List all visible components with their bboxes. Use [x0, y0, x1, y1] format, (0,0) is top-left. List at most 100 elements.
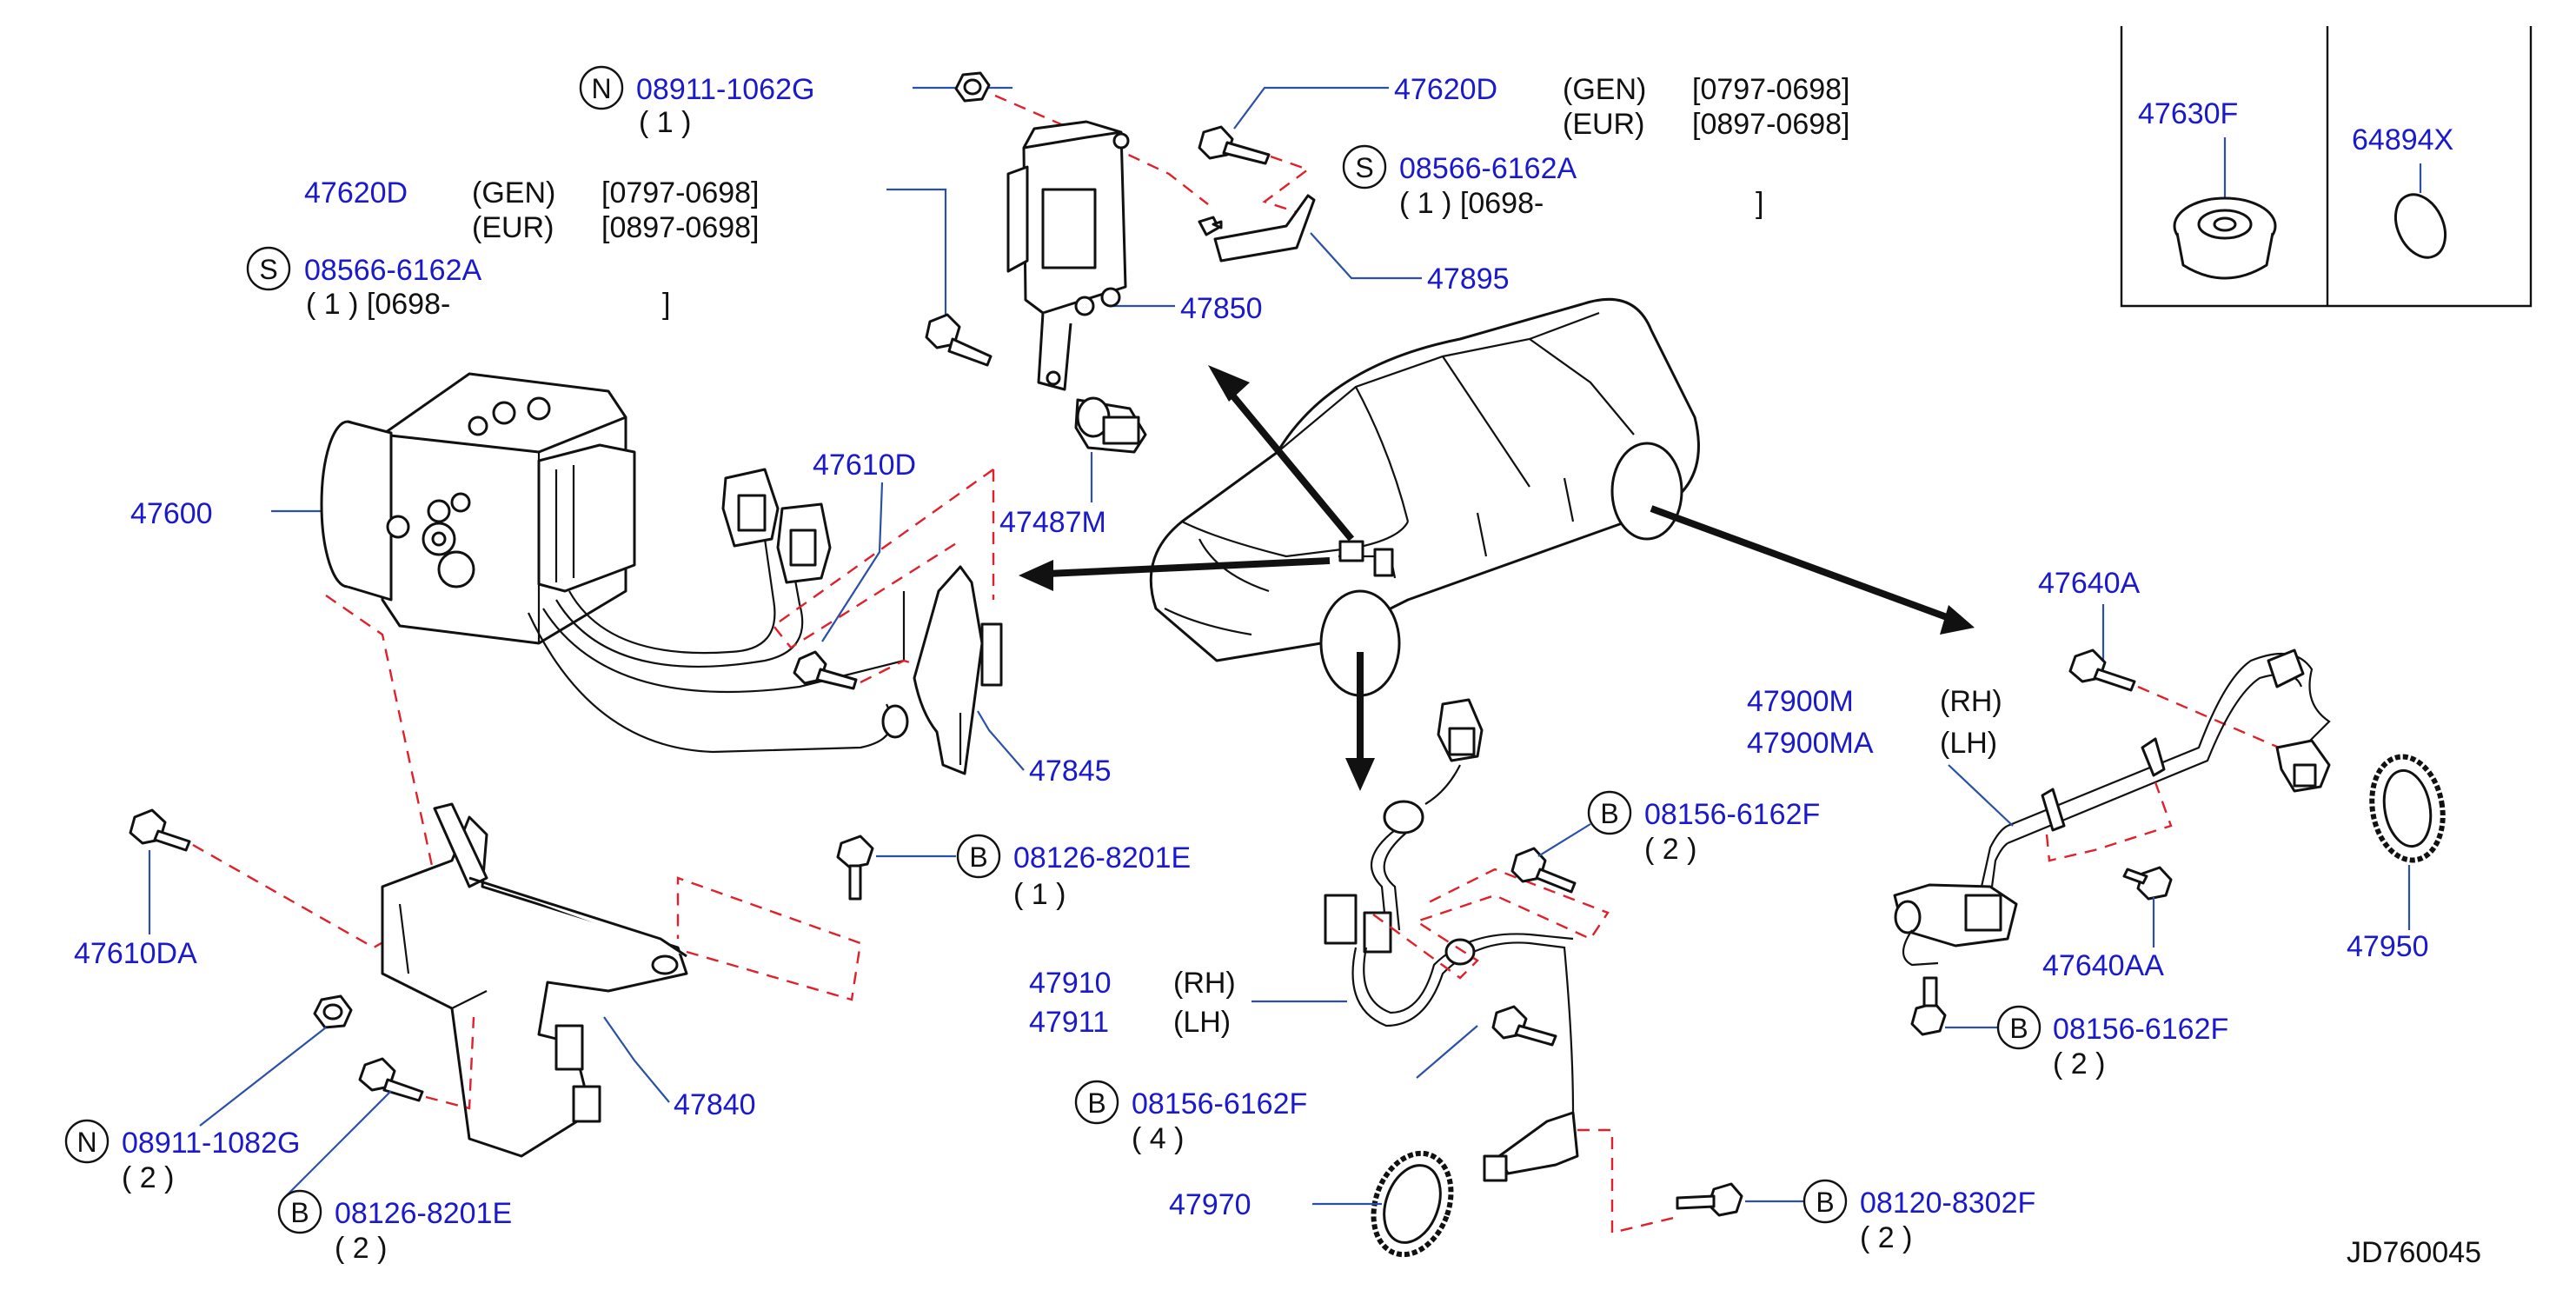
- bolt-08156-6162f-low: [1491, 1005, 1557, 1047]
- svg-text:08126-8201E: 08126-8201E: [1013, 841, 1191, 874]
- vehicle-outline: [1149, 297, 1700, 697]
- bolt-47640a: [2068, 648, 2136, 692]
- callout-47970: 47970: [1169, 1188, 1382, 1221]
- svg-text:47950: 47950: [2347, 930, 2429, 963]
- relay-47487m: [1074, 396, 1147, 454]
- bolt-08126-8201e-bottom: [358, 1057, 424, 1102]
- svg-text:B: B: [1816, 1187, 1834, 1218]
- callout-47895: 47895: [1310, 232, 1510, 296]
- svg-text:B: B: [290, 1197, 309, 1228]
- bolt-47610d: [793, 650, 858, 690]
- rear-wheel-sensor-47900m: [1893, 648, 2331, 967]
- svg-text:47620D: 47620D: [1394, 73, 1497, 106]
- svg-text:( 2 ): ( 2 ): [335, 1232, 387, 1265]
- callout-47910-47911: 47910 (RH) 47911 (LH): [1029, 967, 1347, 1039]
- abs-control-unit-47850: [1006, 120, 1130, 391]
- callout-47487m: 47487M: [999, 452, 1106, 539]
- svg-text:[0797-0698]: [0797-0698]: [601, 176, 760, 209]
- callout-08911-1062g: N 08911-1062G ( 1 ): [579, 65, 1012, 139]
- sensor-rotor-47950: [2369, 754, 2446, 863]
- callout-08156-6162f-right: B 08156-6162F ( 2 ): [1945, 1005, 2228, 1081]
- svg-text:47487M: 47487M: [999, 506, 1106, 539]
- svg-text:[0897-0698]: [0897-0698]: [601, 211, 760, 244]
- callout-47900m-47900ma: 47900M (RH) 47900MA (LH): [1747, 685, 2014, 827]
- svg-text:( 2 ): ( 2 ): [1644, 833, 1696, 866]
- svg-text:47911: 47911: [1029, 1006, 1109, 1039]
- svg-text:47895: 47895: [1427, 263, 1510, 296]
- svg-text:47640A: 47640A: [2038, 567, 2141, 600]
- svg-text:08156-6162F: 08156-6162F: [1132, 1087, 1307, 1120]
- svg-text:( 1 ): ( 1 ): [1013, 878, 1066, 911]
- nut-08911-1082g: [313, 994, 353, 1029]
- svg-text:( 4 ): ( 4 ): [1132, 1122, 1184, 1155]
- svg-text:B: B: [2009, 1013, 2028, 1044]
- svg-text:08566-6162A: 08566-6162A: [304, 254, 482, 287]
- inset-box: 47630F 64894X: [2120, 26, 2533, 308]
- svg-text:B: B: [1600, 798, 1618, 829]
- rubber-grommet-47630f: [2173, 196, 2277, 280]
- svg-text:47600: 47600: [130, 497, 213, 530]
- callout-08911-1082g: N 08911-1082G ( 2 ): [64, 1027, 327, 1194]
- svg-text:08156-6162F: 08156-6162F: [2053, 1013, 2228, 1046]
- callout-47640aa: 47640AA: [2042, 897, 2164, 982]
- svg-text:(EUR): (EUR): [1563, 108, 1644, 141]
- svg-text:08126-8201E: 08126-8201E: [335, 1197, 512, 1230]
- bolt-08156-6162f-right: [1910, 976, 1947, 1036]
- svg-text:47850: 47850: [1180, 292, 1263, 325]
- svg-text:47610DA: 47610DA: [74, 937, 197, 970]
- svg-text:( 2 ): ( 2 ): [1860, 1221, 1912, 1254]
- callout-47950: 47950: [2347, 865, 2429, 963]
- callout-47620d-right: 47620D (GEN) [0797-0698] (EUR) [0897-069…: [1233, 73, 1850, 141]
- plug-64894x: [2393, 193, 2447, 259]
- direction-arrows: [1019, 365, 1975, 791]
- callout-08156-6162f-low: B 08156-6162F ( 4 ): [1074, 1025, 1478, 1155]
- svg-text:47610D: 47610D: [813, 449, 916, 482]
- nut-08911-1062g: [954, 71, 991, 103]
- svg-text:( 1 ) [0698-: ( 1 ) [0698-: [1399, 187, 1544, 220]
- svg-text:(RH): (RH): [1940, 685, 2002, 718]
- svg-text:( 2 ): ( 2 ): [2053, 1047, 2105, 1081]
- label-47630f: 47630F: [2138, 97, 2238, 130]
- svg-text:]: ]: [1756, 187, 1763, 220]
- svg-text:(GEN): (GEN): [1563, 73, 1646, 106]
- svg-text:47900M: 47900M: [1747, 685, 1854, 718]
- sensor-rotor-47970: [1371, 1150, 1454, 1258]
- svg-text:S: S: [259, 254, 277, 285]
- svg-text:[0897-0698]: [0897-0698]: [1692, 108, 1850, 141]
- svg-text:N: N: [591, 73, 611, 104]
- svg-text:B: B: [969, 841, 987, 873]
- bracket-47895: [1213, 194, 1316, 263]
- svg-text:47620D: 47620D: [304, 176, 408, 209]
- svg-text:08120-8302F: 08120-8302F: [1860, 1187, 2035, 1220]
- svg-text:(RH): (RH): [1173, 967, 1236, 1000]
- bolt-47620d-left: [925, 313, 993, 367]
- callout-47850: 47850: [1112, 292, 1263, 325]
- bolt-08126-8201e-top: [836, 835, 874, 901]
- bolt-47620d-right: [1198, 125, 1271, 165]
- abs-actuator-47600: [320, 372, 636, 645]
- svg-text:B: B: [1087, 1087, 1105, 1119]
- diagram-code: JD760045: [2347, 1236, 2481, 1269]
- callout-47620d-left: 47620D (GEN) [0797-0698] (EUR) [0897-069…: [304, 176, 947, 320]
- svg-text:47845: 47845: [1029, 755, 1112, 788]
- callout-08566-6162a-right: S 08566-6162A ( 1 ) [0698- ]: [1342, 144, 1763, 220]
- bolt-08156-6162f-mid: [1510, 847, 1577, 894]
- svg-text:47840: 47840: [674, 1088, 756, 1121]
- svg-text:47910: 47910: [1029, 967, 1112, 1000]
- svg-text:(GEN): (GEN): [472, 176, 555, 209]
- bolt-08120-8302f: [1676, 1182, 1743, 1217]
- svg-text:08911-1062G: 08911-1062G: [636, 73, 814, 106]
- callout-47610d: 47610D: [813, 449, 916, 642]
- bolt-47610da: [129, 808, 191, 852]
- svg-text:47640AA: 47640AA: [2042, 949, 2164, 982]
- svg-text:47900MA: 47900MA: [1747, 727, 1874, 760]
- wire-harness-47600: [528, 468, 906, 754]
- svg-text:S: S: [1355, 152, 1373, 183]
- bracket-47845: [881, 565, 1003, 775]
- svg-text:( 1 ) [0698-: ( 1 ) [0698-: [306, 288, 450, 321]
- svg-text:N: N: [76, 1127, 96, 1158]
- callout-47640a: 47640A: [2038, 567, 2141, 661]
- callout-08120-8302f: B 08120-8302F ( 2 ): [1745, 1179, 2035, 1254]
- svg-text:08566-6162A: 08566-6162A: [1399, 152, 1577, 185]
- svg-text:(EUR): (EUR): [472, 211, 554, 244]
